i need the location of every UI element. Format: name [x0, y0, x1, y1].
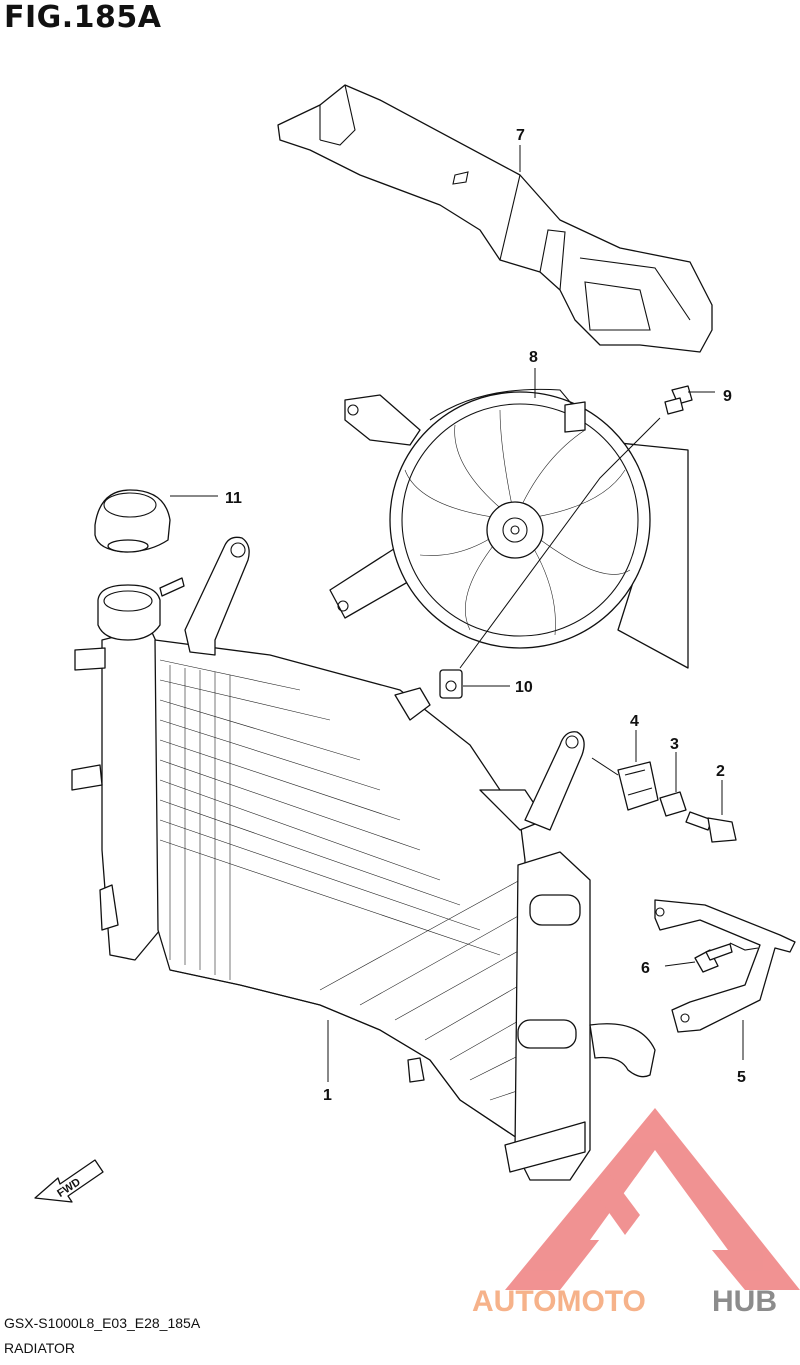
part-8-fan-assembly	[329, 388, 689, 669]
callout-8: 8	[529, 349, 538, 366]
part-3-collar	[659, 791, 687, 817]
radiator-fins	[159, 659, 521, 1101]
part-4-grommet	[617, 761, 659, 811]
footer-section: RADIATOR	[4, 1340, 76, 1356]
callout-11: 11	[225, 490, 242, 507]
part-7-cover	[277, 84, 713, 353]
fwd-direction-arrow	[34, 1159, 104, 1203]
part-9-bolt	[664, 385, 693, 415]
leader-lines	[170, 145, 744, 1082]
footer-code: GSX-S1000L8_E03_E28_185A	[4, 1315, 201, 1331]
callout-9: 9	[723, 388, 732, 405]
part-2-bolt	[685, 811, 737, 843]
watermark-text-a: AUTOMOTO	[472, 1285, 646, 1318]
part-5-bracket	[654, 899, 796, 1033]
part-6-bolt	[694, 943, 733, 973]
callout-3: 3	[670, 736, 679, 753]
watermark-logo-icon	[505, 1108, 800, 1290]
callout-2: 2	[716, 763, 725, 780]
callout-6: 6	[641, 960, 650, 977]
callout-7: 7	[516, 127, 525, 144]
part-11-radiator-cap	[94, 489, 171, 553]
part-10-clip-nut	[439, 669, 463, 699]
watermark-text-b: HUB	[712, 1285, 777, 1318]
callout-1: 1	[323, 1087, 332, 1104]
callout-10: 10	[515, 679, 533, 696]
callout-5: 5	[737, 1069, 746, 1086]
figure-title: FIG.185A	[4, 0, 162, 35]
callout-4: 4	[630, 713, 639, 730]
part-1-radiator	[71, 536, 656, 1181]
